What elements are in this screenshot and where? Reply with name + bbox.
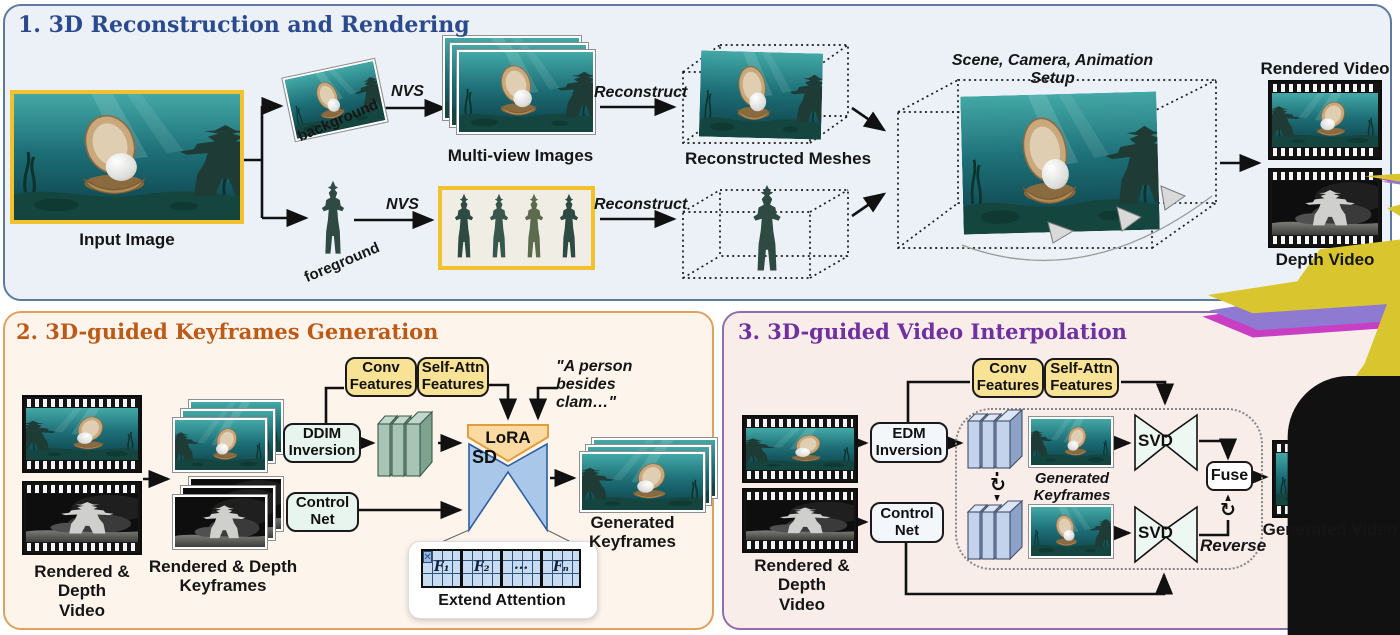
grid-group-divider [460, 549, 463, 588]
foreground-statue-image [316, 180, 350, 260]
panel1-title: 1. 3D Reconstruction and Rendering [18, 12, 470, 38]
statue-view-4 [554, 193, 584, 263]
film-sprockets [1277, 444, 1383, 452]
p2-rendered-frame [26, 408, 138, 460]
generated-keyframe-front [579, 451, 706, 513]
film-sprockets [747, 419, 853, 427]
statue-view-1 [449, 193, 479, 263]
statue-view-2 [484, 193, 514, 263]
frame-token-fn: Fₙ [553, 559, 569, 575]
depth-video-filmstrip [1268, 168, 1382, 248]
film-sprockets [27, 461, 137, 469]
edm-inversion-node: EDM Inversion [870, 422, 948, 463]
p3-keyframe-image-bottom [1028, 504, 1114, 559]
svd-label-top: SVD [1138, 431, 1173, 450]
film-sprockets [747, 541, 853, 549]
p3-generated-keyframes-caption: Generated Keyframes [1033, 470, 1111, 505]
panel2-title: 2. 3D-guided Keyframes Generation [16, 319, 439, 344]
generated-video-filmstrip [1272, 440, 1388, 518]
film-sprockets [747, 492, 853, 500]
depth-video-caption: Depth Video [1275, 250, 1375, 269]
rendered-video-frame [1272, 93, 1378, 147]
p3-self-attn-features-node: Self-Attn Features [1044, 358, 1119, 398]
attention-corner-cell: ✕ [423, 551, 432, 563]
rendered-video-filmstrip [1268, 80, 1382, 160]
depth-video-frame [1272, 181, 1378, 235]
reverse-label: Reverse [1200, 536, 1267, 555]
grid-group-divider [500, 549, 503, 588]
p2-rendered-video-filmstrip [22, 395, 142, 473]
p3-rendered-frame [746, 428, 854, 470]
frame-token-f2: F₂ [474, 559, 490, 575]
film-sprockets [1273, 236, 1377, 244]
nvs-label-top: NVS [391, 83, 424, 100]
p2-rendered-depth-video-caption: Rendered & Depth Video [34, 562, 130, 620]
p2-depth-frame [26, 494, 138, 542]
depth-keyframe-front [172, 494, 268, 550]
p2-conv-features-node: Conv Features [345, 357, 417, 397]
film-sprockets [27, 485, 137, 493]
nvs-label-bottom: NVS [386, 196, 419, 213]
scene-setup-caption: Scene, Camera, Animation Setup [951, 52, 1154, 88]
input-image [10, 90, 244, 224]
film-sprockets [27, 399, 137, 407]
reverse-cycle-icon: ↻ [1218, 500, 1238, 521]
generated-video-caption: Generated Video [1262, 520, 1398, 539]
p2-rendered-depth-keyframes-caption: Rendered & Depth Keyframes [148, 557, 298, 596]
p2-controlnet-node: Control Net [286, 492, 359, 532]
rendered-keyframe-front [172, 417, 268, 473]
reverse-cycle-icon: ↻ [988, 475, 1008, 496]
lora-label: LoRA [485, 428, 531, 447]
multiview-frame-front [456, 49, 596, 135]
p3-rendered-depth-video-caption: Rendered & Depth Video [754, 556, 850, 614]
p2-depth-video-filmstrip [22, 481, 142, 555]
reconstructed-meshes-caption: Reconstructed Meshes [684, 149, 872, 168]
film-sprockets [1273, 84, 1377, 92]
ddim-inversion-node: DDIM Inversion [283, 423, 361, 463]
scene-setup-image [960, 91, 1160, 234]
svd-label-bottom: SVD [1138, 523, 1173, 542]
film-sprockets [27, 543, 137, 551]
sd-label: SD [472, 447, 498, 467]
extend-attention-caption: Extend Attention [438, 592, 566, 609]
p3-conv-features-node: Conv Features [972, 358, 1044, 398]
p3-controlnet-node: Control Net [870, 502, 944, 543]
reconstructed-statue-mesh [746, 184, 788, 278]
film-sprockets [1273, 172, 1377, 180]
rendered-video-caption: Rendered Video [1260, 59, 1390, 78]
panel3-title: 3. 3D-guided Video Interpolation [738, 319, 1127, 344]
text-prompt: "A person besides clam…" [556, 358, 633, 412]
foreground-multiview-images [438, 186, 595, 270]
reconstruct-label-bottom: Reconstruct [594, 196, 688, 213]
input-image-caption: Input Image [79, 230, 175, 249]
reconstructed-scene-mesh [699, 50, 823, 139]
multiview-caption: Multi-view Images [447, 146, 594, 165]
p2-self-attn-features-node: Self-Attn Features [417, 357, 489, 397]
film-sprockets [1277, 506, 1383, 514]
generated-video-frame [1276, 453, 1384, 505]
grid-group-divider [540, 549, 543, 588]
frame-token-f1: F₁ [434, 559, 450, 575]
p3-depth-frame [746, 501, 854, 540]
generated-keyframes-caption: Generated Keyframes [589, 513, 676, 552]
film-sprockets [1273, 148, 1377, 156]
fuse-node: Fuse [1206, 461, 1253, 491]
p3-keyframe-image-top [1028, 416, 1114, 468]
reconstruct-label-top: Reconstruct [594, 84, 688, 101]
frame-token-dots: ... [514, 557, 529, 573]
p3-depth-video-filmstrip [742, 488, 858, 553]
film-sprockets [747, 471, 853, 479]
statue-view-3 [519, 193, 549, 263]
p3-rendered-video-filmstrip [742, 415, 858, 483]
